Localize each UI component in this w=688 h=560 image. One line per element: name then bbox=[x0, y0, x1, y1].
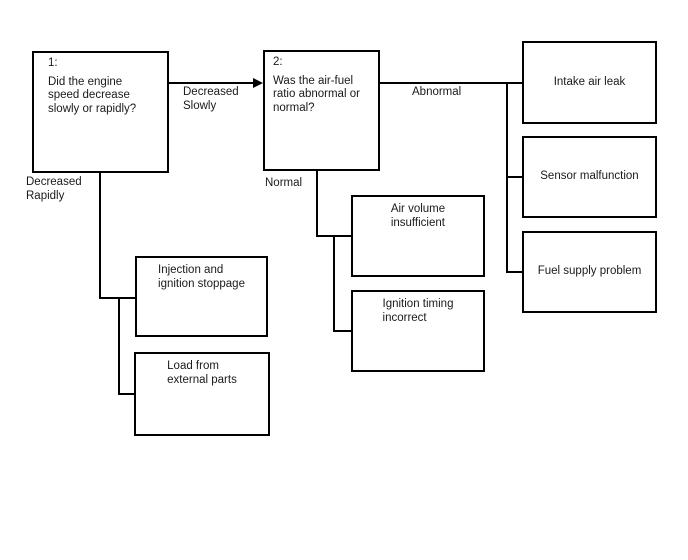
node-fuel-supply-problem-text: Fuel supply problem bbox=[537, 265, 642, 278]
connector-normal-vertical bbox=[316, 171, 318, 237]
node-sensor-malfunction: Sensor malfunction bbox=[522, 136, 657, 218]
connector-sensor-stub bbox=[506, 176, 522, 178]
node-question-1-text: Did the engine speed decrease slowly or … bbox=[48, 75, 137, 115]
node-load-external-parts: Load from external parts bbox=[134, 352, 270, 436]
node-question-1: 1: Did the engine speed decrease slowly o… bbox=[32, 51, 169, 173]
node-ignition-timing-incorrect-text: Ignition timing incorrect bbox=[382, 298, 454, 324]
edge-label-decreased-slowly: Decreased Slowly bbox=[183, 86, 239, 112]
node-ignition-timing-incorrect: Ignition timing incorrect bbox=[351, 290, 485, 372]
node-injection-ignition-stoppage: Injection and ignition stoppage bbox=[135, 256, 268, 337]
connector-load-stub bbox=[118, 393, 134, 395]
edge-label-normal: Normal bbox=[265, 177, 303, 189]
connector-normal-vertical-2 bbox=[333, 235, 335, 332]
connector-q1-to-q2-line bbox=[169, 82, 255, 84]
node-load-external-parts-text: Load from external parts bbox=[167, 360, 237, 386]
node-question-2: 2: Was the air-fuel ratio abnormal or nor… bbox=[263, 50, 380, 171]
node-question-2-number: 2: bbox=[273, 56, 283, 68]
edge-label-decreased-rapidly: Decreased Rapidly bbox=[26, 176, 82, 202]
node-intake-air-leak-text: Intake air leak bbox=[553, 75, 626, 88]
node-question-1-number: 1: bbox=[48, 57, 58, 69]
node-fuel-supply-problem: Fuel supply problem bbox=[522, 231, 657, 313]
node-intake-air-leak: Intake air leak bbox=[522, 41, 657, 124]
edge-label-abnormal: Abnormal bbox=[412, 86, 462, 98]
node-injection-ignition-stoppage-text: Injection and ignition stoppage bbox=[158, 264, 245, 290]
node-sensor-malfunction-text: Sensor malfunction bbox=[540, 170, 639, 183]
arrowhead-q1-to-q2 bbox=[253, 78, 263, 88]
connector-injection-stub bbox=[99, 297, 135, 299]
connector-fuel-stub bbox=[506, 271, 522, 273]
connector-rapidly-vertical bbox=[99, 173, 101, 299]
connector-abnormal-line bbox=[380, 82, 522, 84]
connector-rapidly-vertical-2 bbox=[118, 297, 120, 395]
node-air-volume-insufficient-text: Air volume insufficient bbox=[390, 203, 446, 229]
node-question-2-text: Was the air-fuel ratio abnormal or norma… bbox=[273, 74, 360, 114]
node-air-volume-insufficient: Air volume insufficient bbox=[351, 195, 485, 277]
connector-ignition-stub bbox=[333, 330, 351, 332]
